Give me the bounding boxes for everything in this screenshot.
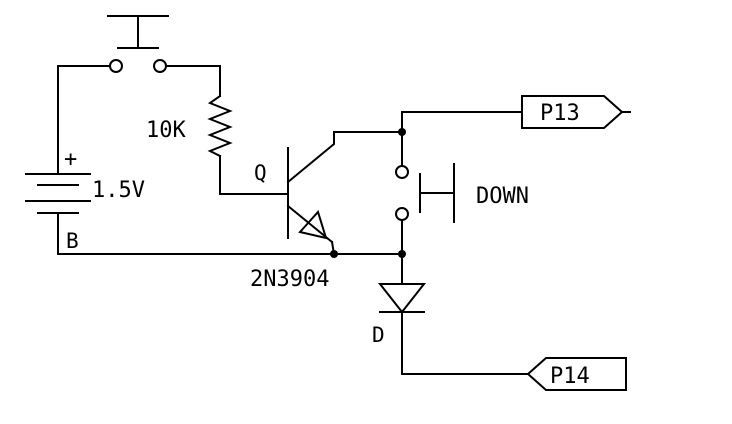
transistor-part-label: 2N3904 xyxy=(250,267,329,292)
battery-name-label: B xyxy=(66,229,79,253)
junction-emitter xyxy=(330,250,338,258)
battery-plus-label: + xyxy=(64,147,77,172)
transistor-name-label: Q xyxy=(254,161,267,185)
port-p13-label: P13 xyxy=(540,101,580,126)
transistor-q xyxy=(286,131,336,256)
wire-p13 xyxy=(401,111,521,133)
resistor-label: 10K xyxy=(146,118,186,143)
top-pushbutton xyxy=(107,15,169,73)
wire-switch-right xyxy=(165,65,221,97)
junction-collector xyxy=(398,128,406,136)
wire-p14 xyxy=(401,311,529,375)
port-p14-label: P14 xyxy=(550,364,590,389)
diode-d xyxy=(377,283,427,314)
resistor-10k xyxy=(207,94,233,158)
wire-switch-left xyxy=(57,65,111,164)
diode-name-label: D xyxy=(372,323,385,347)
down-pushbutton xyxy=(395,163,455,223)
battery-voltage-label: 1.5V xyxy=(92,178,145,203)
battery xyxy=(25,162,91,255)
wire-base xyxy=(219,155,289,195)
button-name-label: DOWN xyxy=(476,184,529,209)
port-p14 xyxy=(526,357,627,391)
port-p13 xyxy=(521,95,631,129)
